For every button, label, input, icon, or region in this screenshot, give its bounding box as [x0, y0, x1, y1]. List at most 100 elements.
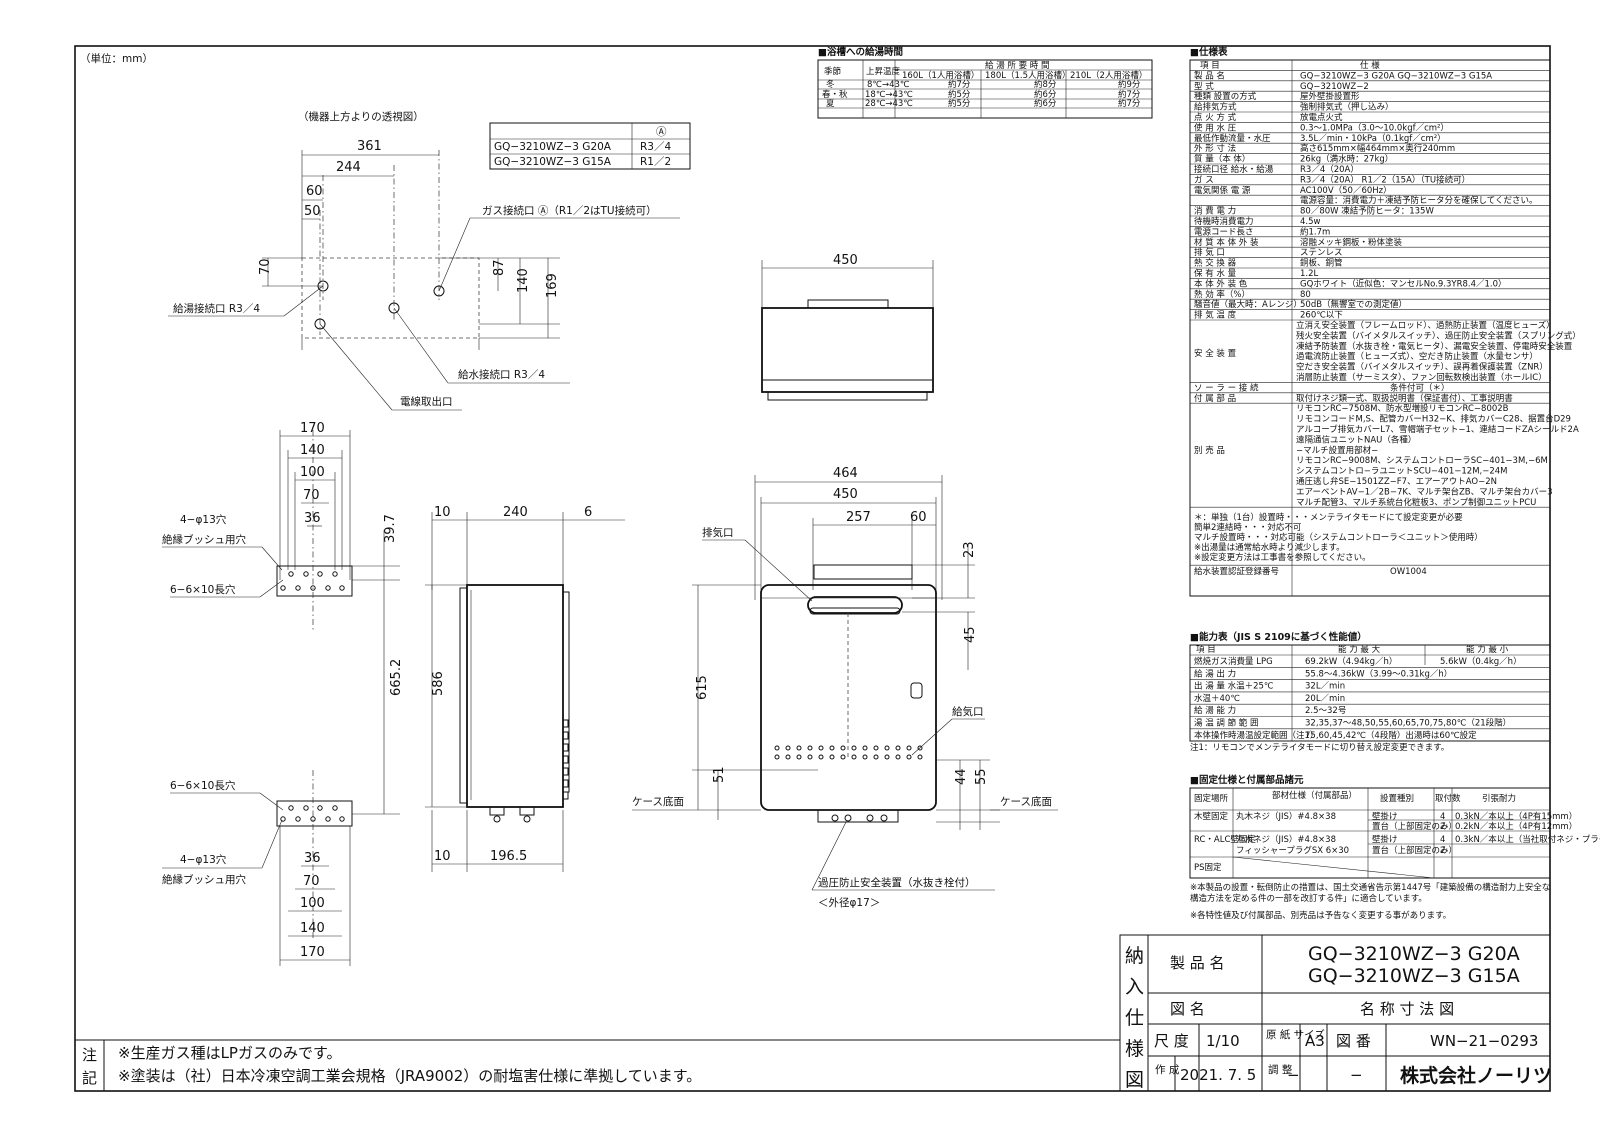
spec-row-label: ガ ス [1194, 174, 1214, 185]
bath-fill-title: ■浴槽への給湯時間 [818, 46, 903, 58]
bath-head-temp: 上昇温度 [866, 66, 901, 77]
fix-row-strength: 0.2kN／本以上（4P有12mm） [1455, 821, 1577, 832]
bracket-hole-icon [288, 805, 294, 811]
bath-r2-season: 春・秋 [822, 89, 848, 100]
exhaust-label: 排気口 [702, 526, 734, 539]
side-rib [562, 731, 569, 740]
dim-100-top: 100 [300, 465, 325, 480]
spec-accessory-value: 取付けネジ類一式、取扱説明書（保証書付）、工事説明書 [1296, 393, 1513, 404]
spec-row-label: 使 用 水 圧 [1194, 122, 1237, 133]
spec-row-value: AC100V（50／60Hz） [1300, 185, 1392, 196]
tb-drawing-label: 図 名 [1170, 1000, 1205, 1018]
spec-option-line: エアーベントAV−1／2B−7K、マルチ架台ZB、マルチ架台カバー3 [1296, 486, 1553, 497]
upper-front-view: 450 [761, 253, 934, 401]
conn-header: Ⓐ [656, 126, 667, 138]
intake-hole-icon [851, 754, 857, 760]
bath-r3-season: 夏 [826, 99, 835, 109]
fix-head-count: 取付数 [1435, 793, 1461, 804]
dim-70: 70 [258, 258, 273, 275]
spec-row-value: 50dB（無響室での測定値） [1300, 299, 1407, 310]
bracket-hole-icon [280, 816, 286, 822]
intake-hole-icon [862, 745, 868, 751]
intake-hole-icon [796, 745, 802, 751]
fix-row-count: 4 [1440, 812, 1445, 822]
conn-model-1: GQ−3210WZ−3 G20A [494, 141, 612, 153]
fix-row-place: PS固定 [1194, 862, 1222, 873]
fix-row-type: 置台（上部固定のみ） [1372, 821, 1457, 832]
bracket-hole-icon [332, 571, 338, 577]
spec-row-value: R3／4（20A） R1／2（15A）（TU接続可） [1300, 174, 1470, 185]
tb-scale-label: 尺 度 [1154, 1032, 1189, 1050]
spec-safety-line: 消層防止装置（サーミスタ）、ファン回転数検出装置（ホールIC） [1296, 372, 1547, 383]
spec-row-label: 最低作動流量・水圧 [1194, 133, 1271, 144]
dim-170-top: 170 [300, 421, 325, 436]
spec-row-label: 外 形 寸 法 [1194, 143, 1236, 154]
slot-label-top: 6−6×10長穴 [170, 583, 236, 596]
top-view-caption: （機器上方よりの透視図） [298, 110, 424, 123]
spec-row-label: 本 体 外 装 色 [1194, 278, 1248, 289]
dim-100-bottom: 100 [300, 896, 325, 911]
lower-bracket [276, 800, 353, 827]
dim-23: 23 [962, 541, 977, 558]
connection-table: Ⓐ GQ−3210WZ−3 G20A R3／4 GQ−3210WZ−3 G15A… [489, 122, 691, 170]
spec-solar-label: ソ ー ラ ー 接 続 [1194, 382, 1259, 393]
dim-170-bottom: 170 [300, 945, 325, 960]
cap-head-min: 能 力 最 小 [1466, 644, 1509, 655]
bracket-hole-icon [325, 585, 331, 591]
dim-257: 257 [846, 510, 871, 525]
bushing-label-top: 絶縁ブッシュ用穴 [162, 533, 246, 546]
side-rib [562, 743, 569, 752]
cap-row-label: 燃焼ガス消費量 LPG [1194, 656, 1273, 667]
dim-586: 586 [431, 671, 446, 696]
intake-hole-icon [884, 745, 890, 751]
fix-head-strength: 引張耐力 [1482, 793, 1516, 804]
spec-row-label: 電源コード長さ [1194, 227, 1254, 237]
spec-row-label: 排 気 口 [1194, 247, 1225, 258]
spec-option-line: リモコンコードM,S、配管カバーH32−K、排気カバーC28、据置台D29 [1296, 414, 1571, 425]
spec-row-label: 熱 効 率（%） [1194, 289, 1250, 300]
relief-od-label: ＜外径φ17＞ [818, 896, 880, 909]
dim-196-5: 196.5 [490, 849, 527, 864]
intake-hole-icon [840, 754, 846, 760]
bath-r3-v3: 約7分 [1118, 98, 1141, 109]
conn-model-2: GQ−3210WZ−3 G15A [494, 156, 612, 168]
tb-vertical-5: 図 [1125, 1069, 1144, 1091]
intake-hole-icon [873, 745, 879, 751]
side-rib [562, 755, 569, 764]
bath-r2-v3: 約7分 [1118, 89, 1141, 100]
top-view-outline [301, 257, 480, 339]
side-body [466, 584, 564, 808]
dim-70-top: 70 [303, 488, 320, 503]
spec-note-line: ※設定変更方法は工事書を参照してください。 [1194, 552, 1371, 563]
fix-row-strength: 0.3kN／本以上（4P有15mm） [1455, 811, 1577, 822]
intake-hole-icon [906, 754, 912, 760]
spec-row-value: 80 [1300, 290, 1311, 300]
spec-row-value: 放電点火式 [1300, 112, 1343, 123]
spec-note-line: マルチ設置時・・・対応可能（システムコントローラ＜ユニット＞使用時） [1194, 532, 1483, 543]
spec-row-value: 26kg（満水時：27kg） [1300, 154, 1393, 165]
conn-size-2: R1／2 [640, 156, 671, 168]
dim-36-top: 36 [304, 511, 321, 526]
fix-row-place: RC・ALC壁固定 [1194, 834, 1256, 845]
spec-row-label: 騒音値（最大時：Aレンジ） [1194, 299, 1302, 310]
tb-vertical-2: 入 [1125, 976, 1144, 998]
bracket-hole-icon [339, 585, 345, 591]
fixing-note-1: ※本製品の設置・転倒防止の措置は、国土交通省告示第1447号「建築設備の構造耐力… [1190, 882, 1550, 893]
bath-r2-v2: 約6分 [1034, 89, 1057, 100]
intake-hole-icon [785, 754, 791, 760]
spec-row-value: GQホワイト（近似色：マンセルNo.9.3YR8.4／1.0） [1300, 278, 1507, 289]
cap-row-value: 75,60,45,42℃（4段階）出湯時は60℃設定 [1305, 730, 1477, 741]
top-view: （機器上方よりの透視図） 361 244 60 50 70 87 140 [168, 110, 680, 411]
cable-outlet-label: 電線取出口 [400, 395, 453, 408]
tb-vertical-1: 納 [1125, 945, 1144, 967]
unit-top-body [761, 307, 934, 393]
dim-60-front: 60 [910, 510, 927, 525]
bracket-hole-icon [325, 816, 331, 822]
intake-hole-icon [807, 754, 813, 760]
spec-row-value: 屋外壁掛設置形 [1300, 91, 1360, 102]
bracket-view: 170 140 100 70 36 36 70 100 140 170 4−φ1… [162, 421, 404, 966]
intake-hole-icon [851, 745, 857, 751]
spec-row-label: 製 品 名 [1194, 70, 1225, 81]
tb-made-label: 作 成 [1155, 1064, 1180, 1076]
